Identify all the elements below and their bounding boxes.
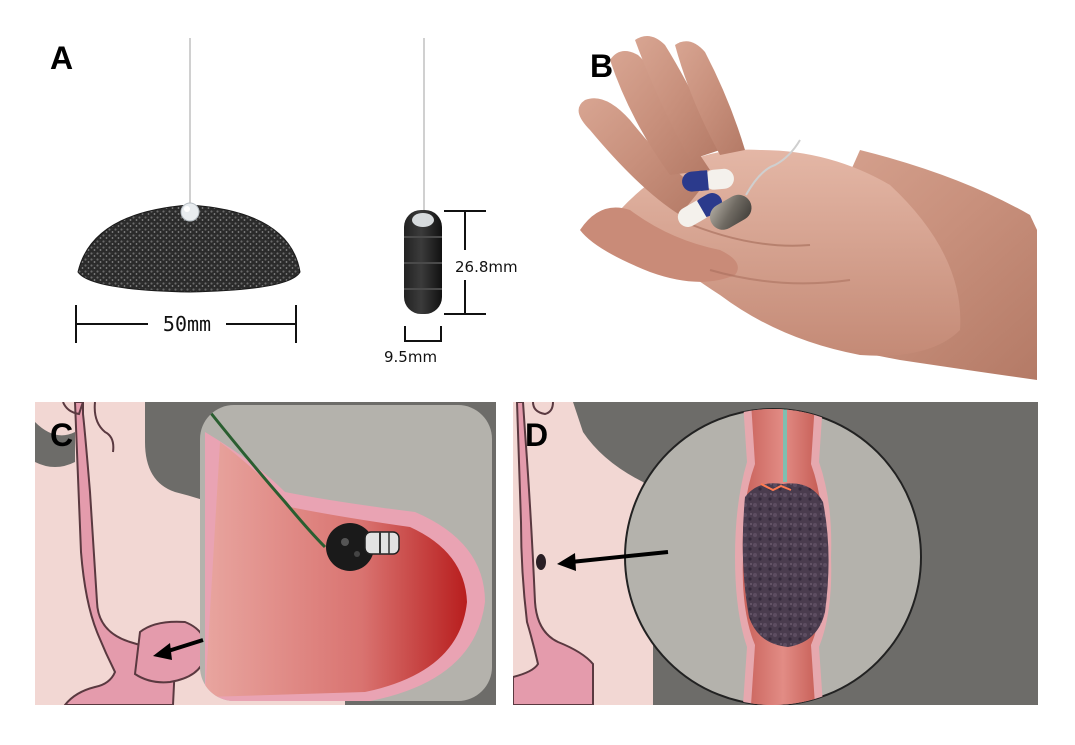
arrow-icon (153, 638, 204, 660)
panel-d-diagram (513, 402, 1038, 705)
sponge-in-stomach-icon (326, 523, 400, 571)
arrow-icon-d (557, 550, 669, 571)
panel-c-diagram (35, 402, 496, 705)
sponge-icon (77, 204, 301, 293)
panel-a-illustration: 50mm 26.8mm 9.5mm (75, 38, 518, 366)
panel-a: A 50mm (0, 0, 560, 395)
panel-c: C (35, 402, 496, 705)
panel-label-a: A (50, 40, 74, 76)
panel-label-d: D (525, 417, 549, 453)
hand-photo (578, 36, 1037, 380)
panel-d: D (513, 402, 1038, 705)
metal-capsule-icon (709, 139, 801, 230)
capsule-icon (404, 210, 442, 314)
sponge-width-label: 50mm (163, 312, 211, 336)
esophagus-icon-d (513, 402, 594, 705)
specimen-icon (742, 483, 829, 647)
panel-b: B (560, 0, 1075, 395)
capsule-length-label: 26.8mm (455, 258, 518, 276)
capsule-pill-icon (677, 168, 734, 227)
capsule-diameter-label: 9.5mm (384, 348, 437, 366)
hand-icon (578, 36, 1037, 380)
panel-label-b: B (590, 48, 614, 84)
panel-label-c: C (50, 417, 74, 453)
